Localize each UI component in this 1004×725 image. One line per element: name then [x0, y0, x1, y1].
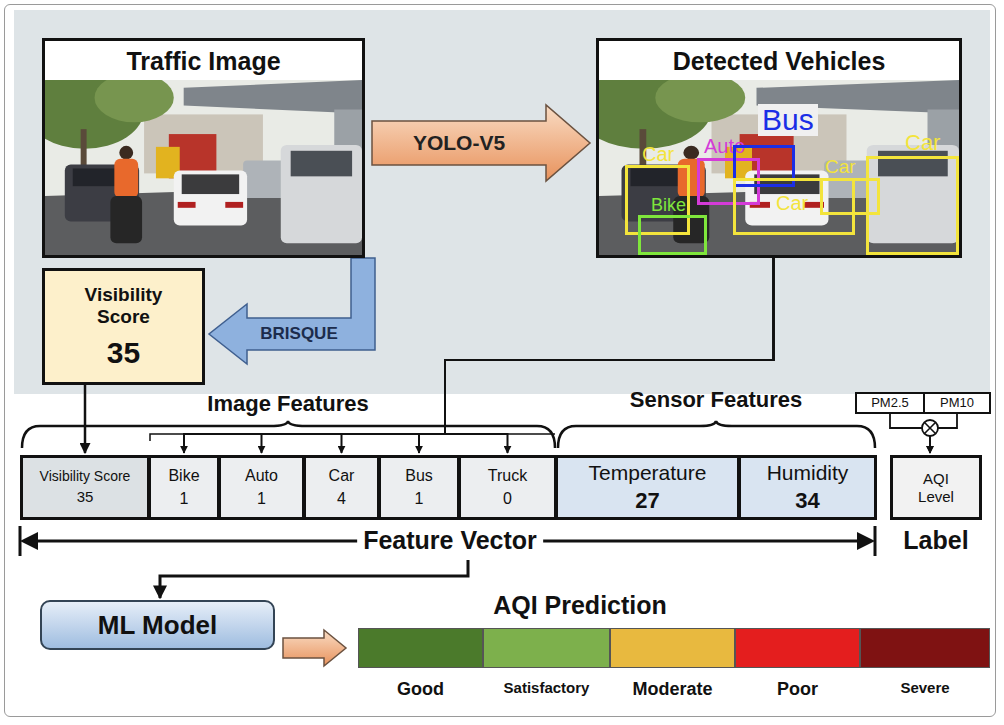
sensor-features-brace	[558, 421, 875, 448]
connector-line	[930, 414, 957, 453]
detection-label: Car	[642, 144, 674, 165]
feature-value: 35	[77, 489, 94, 506]
feature-cell: Temperature 27	[555, 455, 740, 520]
aqi-segment: Good	[358, 628, 483, 668]
pollutant-name: PM2.5	[871, 396, 909, 410]
panel-title: Detected Vehicles	[599, 46, 959, 76]
detection-box: Auto	[697, 158, 760, 205]
image-panel: Traffic Image	[42, 38, 365, 258]
connector-line	[84, 385, 87, 453]
feature-value: 27	[635, 489, 659, 513]
detection-label: Car	[825, 157, 856, 177]
feature-value: 4	[337, 490, 346, 508]
feature-cell: Bus 1	[378, 455, 460, 520]
visibility-box: Visibility Score 35	[42, 268, 205, 385]
pollutant-box: PM2.5	[855, 392, 925, 414]
feature-name: Bike	[168, 467, 199, 485]
block-arrow	[283, 630, 346, 666]
feature-name: Visibility Score	[40, 469, 131, 484]
feature-name: Truck	[488, 467, 527, 485]
feature-name: Car	[329, 467, 355, 485]
detection-label: Car	[905, 131, 940, 154]
aqi-scale: AQI PredictionGoodSatisfactoryModeratePo…	[358, 590, 990, 705]
detection-label: Bus	[758, 104, 818, 136]
block-arrow	[209, 258, 375, 364]
connector-line	[184, 258, 774, 453]
aqi-category: Poor	[726, 679, 869, 701]
feature-value: 34	[795, 489, 819, 513]
panel-header-ground	[45, 41, 362, 81]
panel-header-ground	[599, 41, 959, 81]
feature-value: 0	[503, 490, 512, 508]
traffic-photo	[25, 70, 362, 255]
connector-line	[890, 414, 930, 453]
detection-box: Car	[866, 156, 959, 255]
combine-symbol	[922, 420, 938, 436]
aqi-category: Satisfactory	[474, 679, 619, 697]
dimension-tick	[19, 526, 22, 556]
feature-cell: Visibility Score 35	[20, 455, 150, 520]
detection-box: Bike	[638, 215, 707, 255]
detection-photo	[577, 70, 960, 255]
block-arrow	[372, 105, 590, 181]
dimension-head	[20, 532, 38, 550]
aqi-category: Severe	[851, 679, 999, 697]
detection-box: Car	[820, 178, 880, 215]
dimension-head	[857, 532, 875, 550]
feature-cell: Humidity 34	[738, 455, 877, 520]
combine-symbol-cross	[924, 422, 935, 433]
edge-label: YOLO-V5	[413, 131, 505, 154]
feature-name: Bus	[405, 467, 433, 485]
pollutant-name: PM10	[940, 396, 974, 410]
connector-line	[342, 258, 774, 453]
feature-cell: Bike 1	[148, 455, 220, 520]
feature-value: 1	[257, 490, 266, 508]
aqi-segment: Poor	[735, 628, 860, 668]
connector-line	[262, 258, 774, 453]
section-label: Sensor Features	[630, 387, 802, 412]
connector-line	[419, 258, 774, 453]
feature-name: Auto	[245, 467, 278, 485]
feature-cell: Truck 0	[458, 455, 557, 520]
score-value: 35	[107, 336, 140, 369]
detection-label: Car	[776, 193, 808, 214]
feature-value: 1	[180, 490, 189, 508]
detection-box: Car	[733, 178, 855, 235]
feature-to-model-line	[160, 560, 468, 598]
section-label: Image Features	[207, 391, 368, 416]
pollutant-box: PM10	[923, 392, 991, 414]
section-label: Feature Vector	[357, 526, 543, 555]
label-name: AQI Level	[905, 470, 967, 505]
feature-cell: Auto 1	[218, 455, 305, 520]
model-box: ML Model	[40, 600, 275, 650]
score-title: Visibility Score	[64, 284, 184, 328]
aqi-category: Moderate	[601, 679, 744, 701]
vehicle-count-bracket	[150, 434, 555, 441]
label-box: AQI Level	[890, 455, 982, 520]
image-panel: Detected VehiclesCarAutoBusCarCarCarBike	[596, 38, 962, 258]
feature-value: 1	[415, 490, 424, 508]
feature-cell: Car 4	[303, 455, 380, 520]
aqi-segment: Satisfactory	[483, 628, 610, 668]
aqi-category: Good	[349, 679, 492, 701]
scale-title: AQI Prediction	[450, 590, 710, 620]
feature-name: Humidity	[767, 461, 849, 484]
section-label: Label	[903, 526, 968, 555]
feature-vector-dimension	[34, 540, 861, 543]
panel-title: Traffic Image	[45, 46, 362, 76]
detection-label: Bike	[651, 196, 686, 215]
aqi-segment: Moderate	[610, 628, 735, 668]
connector-line	[445, 258, 774, 453]
edge-label: BRISQUE	[260, 325, 337, 344]
feature-name: Temperature	[589, 461, 707, 484]
aqi-segment: Severe	[860, 628, 990, 668]
model-name: ML Model	[98, 611, 217, 640]
dimension-tick	[874, 526, 877, 556]
